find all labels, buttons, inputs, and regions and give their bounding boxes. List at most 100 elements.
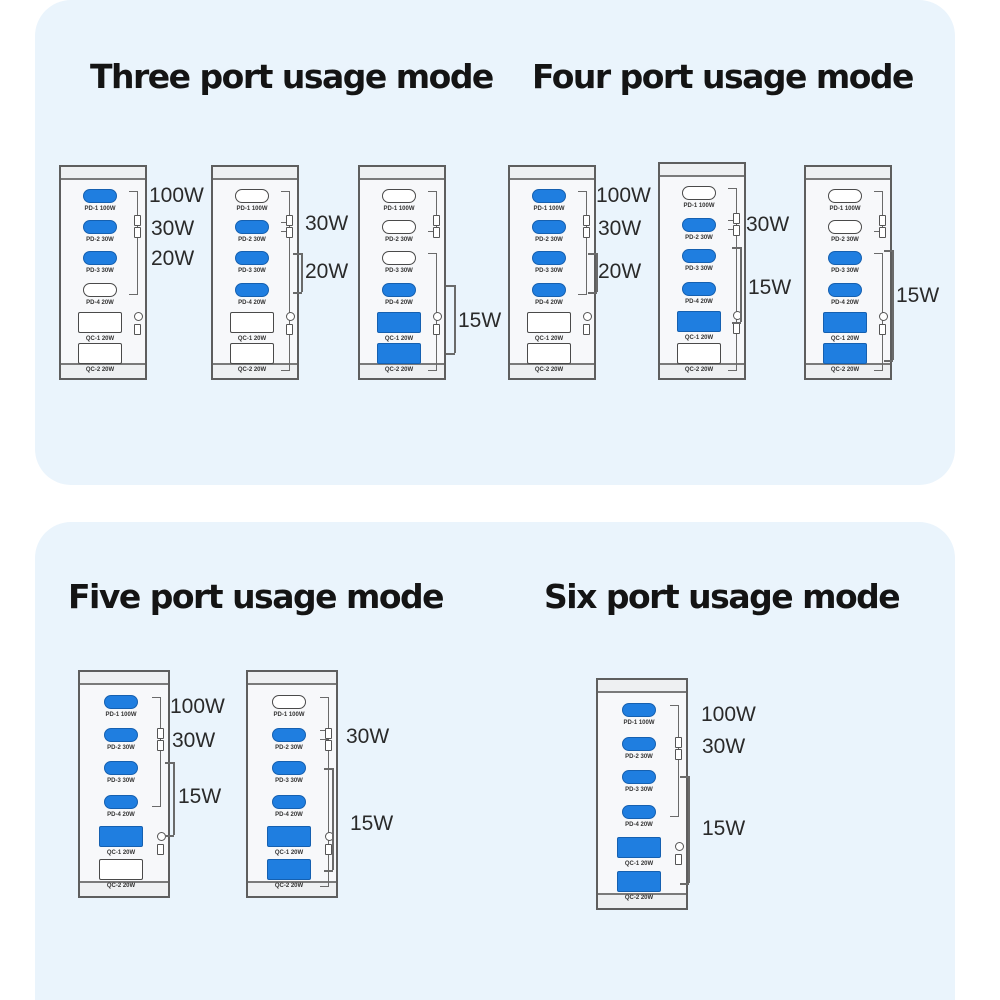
- port-label-pd2: PD-2 30W: [107, 745, 135, 751]
- usb-c-port-pd3: [682, 249, 716, 263]
- charger-cap: [248, 672, 336, 685]
- port-label-pd4: PD-4 20W: [535, 300, 563, 306]
- shared-power-connector: [446, 285, 455, 287]
- controller-chip-icon: [879, 324, 886, 335]
- charger-base: [213, 363, 297, 378]
- top-panel: [35, 0, 955, 485]
- charger-base: [80, 881, 168, 896]
- shared-power-connector: [173, 762, 175, 835]
- port-label-qc1: QC-1 20W: [237, 336, 267, 342]
- usb-c-port-pd4: [382, 283, 416, 297]
- controller-chip-icon: [675, 842, 684, 851]
- usb-a-port-qc2: [617, 871, 661, 892]
- usb-c-port-pd1: [83, 189, 117, 203]
- charger-base: [360, 363, 444, 378]
- power-output-label-w20: 20W: [151, 247, 195, 270]
- usb-c-port-pd1: [532, 189, 566, 203]
- shared-power-connector: [680, 776, 689, 778]
- port-label-pd4: PD-4 20W: [831, 300, 859, 306]
- port-label-qc1: QC-1 20W: [684, 335, 714, 341]
- usb-c-port-pd4: [235, 283, 269, 297]
- power-group-bracket: [152, 697, 161, 807]
- port-label-pd1: PD-1 100W: [533, 206, 565, 212]
- power-output-label-w100: 100W: [149, 184, 204, 207]
- port-label-pd3: PD-3 30W: [685, 266, 713, 272]
- usb-c-port-pd1: [622, 703, 656, 717]
- port-label-pd1: PD-1 100W: [383, 206, 415, 212]
- controller-chip-icon: [134, 215, 141, 226]
- usb-a-port-qc1: [823, 312, 867, 333]
- power-group-bracket: [281, 191, 290, 232]
- power-output-label-w30: 30W: [305, 212, 349, 235]
- shared-power-connector: [165, 835, 174, 837]
- port-label-pd4: PD-4 20W: [625, 822, 653, 828]
- charger-cap: [360, 167, 444, 180]
- port-label-pd3: PD-3 30W: [535, 268, 563, 274]
- usb-c-port-pd3: [83, 251, 117, 265]
- charger-base: [510, 363, 594, 378]
- port-label-pd2: PD-2 30W: [535, 237, 563, 243]
- port-label-qc1: QC-1 20W: [106, 850, 136, 856]
- port-label-pd2: PD-2 30W: [385, 237, 413, 243]
- usb-c-port-pd2: [622, 737, 656, 751]
- shared-power-connector: [740, 247, 742, 322]
- power-group-bracket: [281, 222, 290, 371]
- usb-c-port-pd4: [682, 282, 716, 296]
- bottom-panel: [35, 522, 955, 1000]
- power-output-label-w30: 30W: [702, 735, 746, 758]
- power-group-bracket: [578, 191, 587, 295]
- port-label-pd1: PD-1 100W: [105, 712, 137, 718]
- usb-c-port-pd4: [828, 283, 862, 297]
- controller-chip-icon: [583, 227, 590, 238]
- power-group-bracket: [320, 730, 329, 887]
- port-label-qc1: QC-1 20W: [85, 336, 115, 342]
- controller-chip-icon: [583, 324, 590, 335]
- usb-c-port-pd3: [235, 251, 269, 265]
- port-label-pd3: PD-3 30W: [86, 268, 114, 274]
- shared-power-connector: [680, 883, 689, 885]
- usb-c-port-pd3: [622, 770, 656, 784]
- port-label-qc2: QC-2 20W: [830, 367, 860, 373]
- shared-power-connector: [588, 253, 597, 255]
- power-output-label-w100: 100W: [701, 703, 756, 726]
- controller-chip-icon: [675, 854, 682, 865]
- shared-power-connector: [884, 250, 893, 252]
- power-group-bracket: [728, 220, 737, 371]
- usb-c-port-pd2: [532, 220, 566, 234]
- controller-chip-icon: [879, 227, 886, 238]
- shared-power-connector: [596, 253, 598, 292]
- power-output-label-w20: 20W: [598, 260, 642, 283]
- port-label-pd4: PD-4 20W: [238, 300, 266, 306]
- power-output-label-w15: 15W: [458, 309, 502, 332]
- charger-cap: [660, 164, 744, 177]
- usb-c-port-pd1: [104, 695, 138, 709]
- shared-power-connector: [446, 353, 455, 355]
- power-output-label-w15: 15W: [178, 785, 222, 808]
- controller-chip-icon: [134, 324, 141, 335]
- port-label-pd2: PD-2 30W: [625, 754, 653, 760]
- controller-chip-icon: [583, 312, 592, 321]
- charger-cap: [213, 167, 297, 180]
- usb-c-port-pd3: [532, 251, 566, 265]
- power-output-label-w100: 100W: [596, 184, 651, 207]
- shared-power-connector: [324, 870, 333, 872]
- usb-a-port-qc1: [677, 311, 721, 332]
- charger-base: [806, 363, 890, 378]
- charger-cap: [510, 167, 594, 180]
- usb-c-port-pd4: [104, 795, 138, 809]
- power-output-label-w30: 30W: [746, 213, 790, 236]
- usb-a-port-qc2: [230, 343, 274, 364]
- charger-cap: [806, 167, 890, 180]
- usb-c-port-pd1: [235, 189, 269, 203]
- usb-a-port-qc2: [823, 343, 867, 364]
- usb-a-port-qc2: [78, 343, 122, 364]
- port-label-pd1: PD-1 100W: [273, 712, 305, 718]
- port-label-pd1: PD-1 100W: [236, 206, 268, 212]
- usb-c-port-pd4: [622, 805, 656, 819]
- port-label-qc1: QC-1 20W: [624, 861, 654, 867]
- shared-power-connector: [454, 285, 456, 353]
- shared-power-connector: [293, 253, 302, 255]
